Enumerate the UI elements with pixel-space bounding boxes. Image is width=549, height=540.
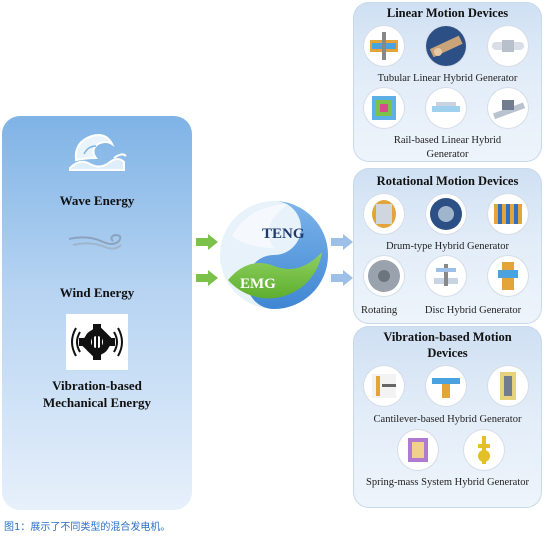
drum-device-image-3 — [488, 194, 528, 234]
spring-mass-image-1 — [398, 430, 438, 470]
tubular-device-image-3 — [488, 26, 528, 66]
teng-emg-symbol — [220, 201, 328, 309]
teng-label: TENG — [262, 226, 305, 242]
rail-caption-2: Generator — [426, 149, 469, 160]
arrow-to-center-2 — [196, 270, 218, 286]
rotating-caption-b: Disc Hybrid Generator — [424, 305, 522, 316]
rotating-disc-image-3 — [488, 256, 528, 296]
rail-caption-1: Rail-based Linear Hybrid — [393, 135, 502, 146]
rotating-disc-image-1 — [364, 256, 404, 296]
rail-device-image-2 — [426, 88, 466, 128]
rail-device-image-3 — [488, 88, 528, 128]
wind-energy-label: Wind Energy — [59, 285, 135, 300]
vibration-icon-frame — [66, 314, 128, 370]
cantilever-caption: Cantilever-based Hybrid Generator — [373, 414, 522, 425]
spring-mass-caption: Spring-mass System Hybrid Generator — [365, 477, 530, 488]
drum-device-image-2 — [426, 194, 466, 234]
figure-caption: 图1：展示了不同类型的混合发电机。 — [4, 522, 171, 533]
spring-mass-image-2 — [464, 430, 504, 470]
cantilever-device-image-2 — [426, 366, 466, 406]
rotating-disc-image-2 — [426, 256, 466, 296]
rotational-panel-title: Rotational Motion Devices — [376, 174, 519, 188]
rail-device-image-1 — [364, 88, 404, 128]
wave-energy-label: Wave Energy — [59, 193, 135, 208]
tubular-device-image-1 — [364, 26, 404, 66]
vibration-icon — [71, 324, 123, 360]
vibration-motion-panel — [353, 326, 542, 508]
wave-icon — [69, 134, 127, 171]
vibration-panel-title-2: Devices — [427, 346, 468, 360]
arrow-to-devices-2 — [331, 270, 353, 286]
tubular-device-image-2 — [426, 26, 466, 66]
wind-icon — [68, 233, 122, 250]
arrow-to-devices-1 — [331, 234, 353, 250]
tubular-caption: Tubular Linear Hybrid Generator — [377, 73, 518, 84]
linear-panel-title: Linear Motion Devices — [386, 6, 509, 20]
arrow-to-center-1 — [196, 234, 218, 250]
vibration-energy-label-2: Mechanical Energy — [43, 395, 151, 410]
cantilever-device-image-1 — [364, 366, 404, 406]
emg-label: EMG — [240, 276, 276, 292]
vibration-energy-label-1: Vibration-based — [52, 378, 142, 393]
vibration-panel-title-1: Vibration-based Motion — [383, 330, 512, 344]
cantilever-device-image-3 — [488, 366, 528, 406]
rotating-caption-a: Rotating — [361, 305, 398, 316]
drum-caption: Drum-type Hybrid Generator — [385, 241, 510, 252]
energy-sources-panel — [2, 116, 192, 510]
drum-device-image-1 — [364, 194, 404, 234]
